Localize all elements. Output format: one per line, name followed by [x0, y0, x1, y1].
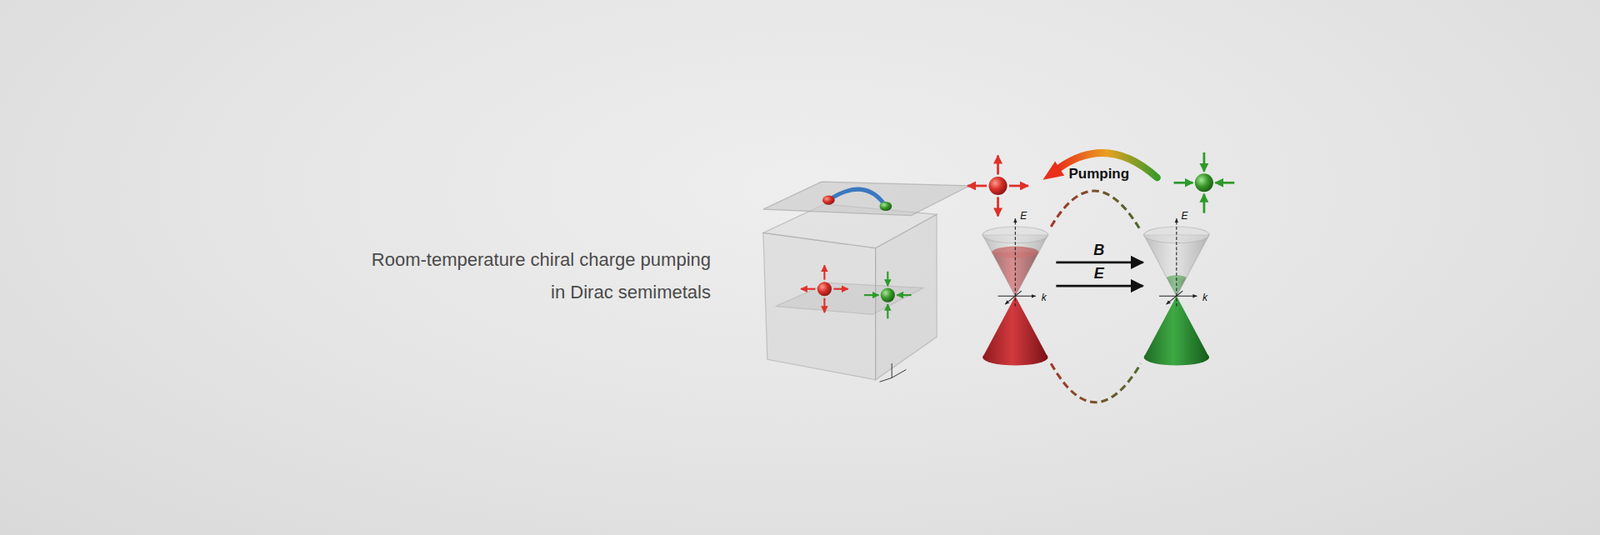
dirac-cone-part — [1144, 349, 1210, 366]
sink-atom-part — [1215, 181, 1235, 185]
field-arrow-part — [1055, 261, 1143, 265]
axis-label: k — [1041, 292, 1047, 303]
dirac-cone-part — [1005, 290, 1022, 305]
banner-title: Room-temperature chiral charge pumping i… — [362, 243, 711, 309]
source-atom — [800, 265, 849, 313]
surface-plane-part — [828, 189, 886, 206]
source-atom-part — [989, 176, 1008, 195]
field-arrow — [1055, 262, 1143, 286]
axis-icon — [880, 363, 907, 382]
dirac-cone-part — [998, 295, 1036, 297]
surface-plane — [763, 181, 970, 215]
axis-icon-part — [891, 370, 906, 379]
sink-atom-part — [1174, 181, 1194, 185]
dashed-link — [1050, 190, 1141, 403]
sink-atom-part — [1195, 173, 1214, 192]
surface-plane-part — [822, 195, 835, 205]
sink-atom-part — [886, 304, 889, 319]
axis-icon-part — [891, 363, 893, 378]
arrow-label: Pumping — [1068, 166, 1130, 181]
source-atom — [967, 155, 1029, 217]
dirac-cone-part — [1166, 290, 1184, 305]
sink-atom-part — [896, 294, 911, 296]
surface-plane-part — [880, 201, 893, 211]
source-atom-part — [1009, 185, 1029, 188]
dirac-cone-part — [1015, 218, 1016, 306]
source-atom-part — [800, 288, 815, 290]
pumping-arrow-part — [1042, 161, 1065, 180]
axis-label: k — [1202, 292, 1208, 303]
sink-atom — [1174, 152, 1235, 214]
dirac-cone-part — [982, 349, 1048, 366]
sink-atom — [864, 271, 912, 320]
dirac-cone-part — [1175, 218, 1177, 306]
sink-atom-part — [864, 294, 879, 296]
field-label: B — [1093, 242, 1105, 258]
axis-icon-part — [880, 377, 893, 382]
source-atom-part — [817, 281, 832, 296]
source-atom-part — [823, 265, 825, 280]
sink-atom-part — [886, 271, 889, 286]
crystal-box-part — [775, 282, 925, 315]
dashed-link-part — [1050, 190, 1141, 231]
crystal-box — [763, 204, 937, 380]
source-atom-part — [967, 185, 987, 188]
dirac-cone — [1144, 218, 1210, 365]
source-atom-part — [996, 155, 1000, 175]
source-atom-part — [996, 196, 1000, 216]
axis-label: E — [1181, 210, 1189, 221]
field-label: E — [1094, 265, 1105, 281]
sink-atom-part — [1203, 194, 1206, 214]
dirac-cone-part — [1159, 295, 1197, 297]
source-atom-part — [833, 288, 848, 290]
source-atom-part — [823, 298, 825, 313]
dirac-cone — [982, 218, 1048, 365]
surface-plane-part — [763, 181, 970, 215]
sink-atom-part — [880, 288, 895, 303]
dashed-link-part — [1050, 363, 1141, 403]
axis-label: E — [1020, 210, 1027, 221]
field-arrow-part — [1055, 285, 1143, 288]
sink-atom-part — [1203, 152, 1206, 172]
